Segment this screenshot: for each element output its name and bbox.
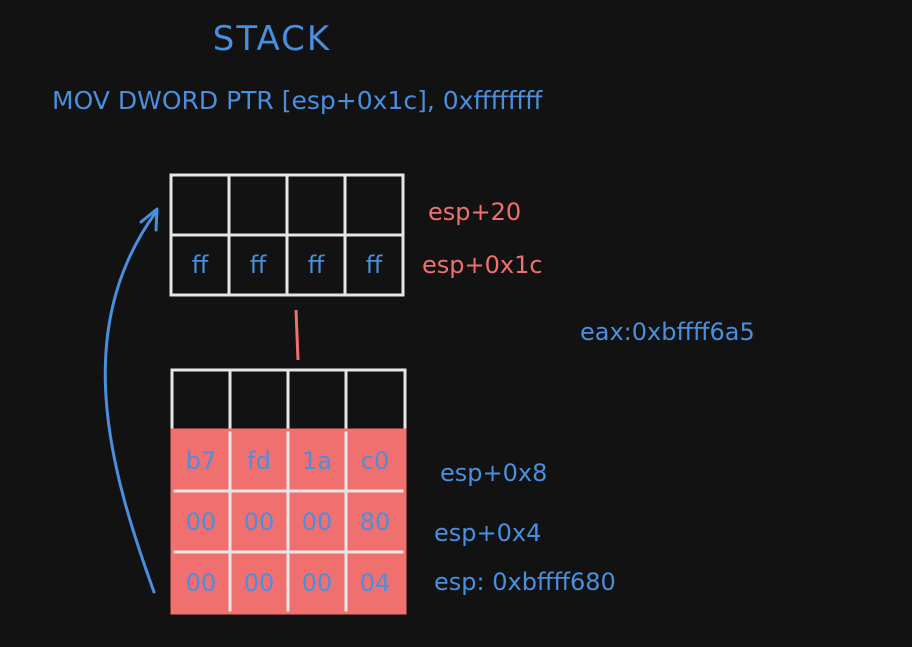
bottom-row-0-cell-2 [286,368,348,432]
instruction-text: MOV DWORD PTR [esp+0x1c], 0xffffffff [52,86,543,115]
bottom-red-outline [170,428,407,615]
register-note: eax:0xbffff6a5 [580,318,755,346]
bottom-row-1-byte-1: fd [247,447,271,475]
curved-arrow-shaft [103,210,158,594]
bottom-row-3-byte-2: 00 [302,569,333,597]
top-row-1-cell-3 [343,233,405,297]
top-stack-block: ff ff ff ff esp+20 esp+0x1c [169,173,543,297]
bottom-row-2-byte-0: 00 [186,508,217,536]
top-row-1-byte-3: ff [366,251,383,279]
bottom-row-1-byte-2: 1a [302,447,332,475]
bottom-stack-block: b7 fd 1a c0 00 00 00 80 00 00 00 04 esp+… [170,368,616,615]
bottom-row-2-byte-3: 80 [360,508,391,536]
top-row-1-byte-0: ff [192,251,209,279]
block-connector-line [294,309,300,361]
top-row-1-byte-1: ff [250,251,267,279]
top-row-0-label: esp+20 [428,198,521,226]
bottom-row-0-cell-1 [228,368,290,432]
top-row-0-cell-0 [169,173,231,237]
bottom-row-2-byte-2: 00 [302,508,333,536]
bottom-row-3-byte-3: 04 [360,569,391,597]
bottom-row-1-byte-3: c0 [361,447,389,475]
curved-up-arrow [103,207,159,594]
bottom-row-0-cell-3 [344,368,407,432]
bottom-row-2-byte-1: 00 [244,508,275,536]
top-row-0-cell-1 [227,173,289,237]
bottom-row-3-byte-0: 00 [186,569,217,597]
top-row-1-label: esp+0x1c [422,251,543,279]
top-row-1-byte-2: ff [308,251,325,279]
curved-arrow-head-icon [139,207,159,232]
bottom-row-1-label: esp+0x8 [440,459,547,487]
bottom-row-1-byte-0: b7 [186,447,217,475]
bottom-row-0-cell-0 [170,368,232,432]
top-row-0-cell-2 [285,173,347,237]
bottom-row-3-byte-1: 00 [244,569,275,597]
bottom-row-2-label: esp+0x4 [434,519,541,547]
top-row-0-cell-3 [343,173,405,237]
diagram-title: STACK [213,19,331,59]
bottom-row-3-label: esp: 0xbffff680 [434,568,616,596]
